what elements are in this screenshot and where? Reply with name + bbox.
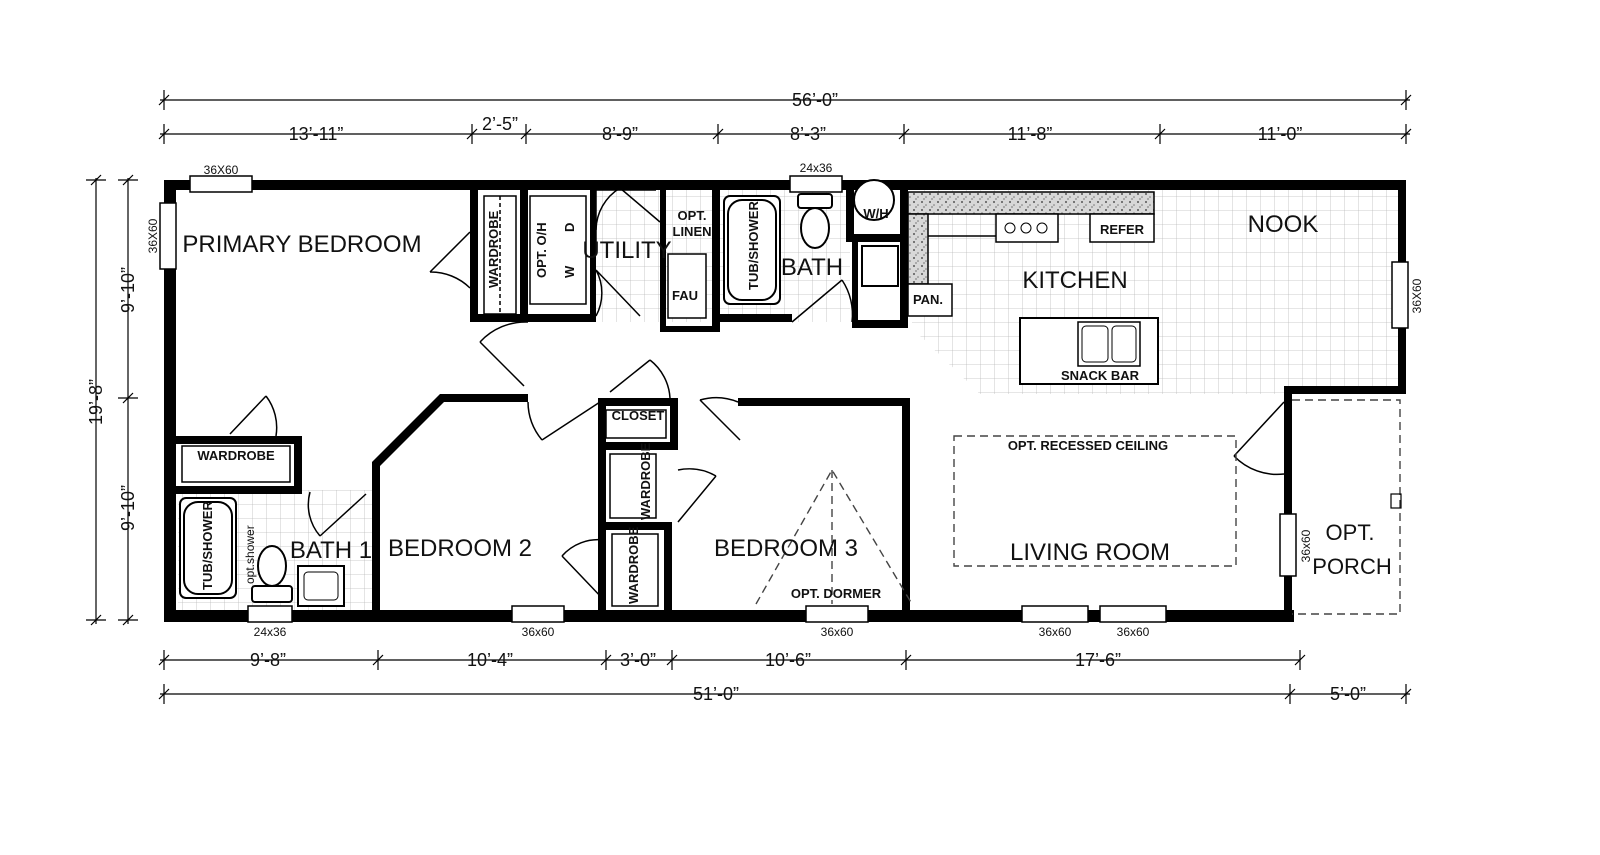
window-label-top-bath: 24x36 — [800, 161, 833, 175]
dim-top-5: 11’-8” — [1008, 124, 1053, 144]
room-label-kitchen: KITCHEN — [1022, 267, 1127, 294]
dim-top-6: 11’-0” — [1258, 124, 1303, 144]
room-label-living-room: LIVING ROOM — [1010, 539, 1170, 566]
tub-shower-label-bath: TUB/SHOWER — [746, 201, 761, 290]
dim-overall-bottom: 51’-0” — [693, 684, 739, 704]
dim-top-4: 8’-3” — [790, 124, 826, 144]
bath-fixtures — [179, 179, 899, 607]
room-label-primary-bedroom: PRIMARY BEDROOM — [182, 231, 421, 258]
dim-left-total: 19’-8” — [86, 379, 106, 425]
dim-top-1: 13’-11” — [289, 124, 344, 144]
dim-top-2: 2’-5” — [482, 114, 518, 134]
window-label-bed2: 36x60 — [522, 625, 555, 639]
opt-shower-label: opt.shower — [243, 525, 257, 584]
tub-shower-label-bath1: TUB/SHOWER — [200, 501, 215, 590]
wardrobe-label-primary: WARDROBE — [486, 210, 501, 288]
room-label-bedroom3: BEDROOM 3 — [714, 535, 858, 562]
room-label-bath1: BATH 1 — [290, 537, 372, 564]
room-label-nook: NOOK — [1248, 211, 1319, 238]
fau-label: FAU — [672, 288, 698, 303]
wardrobe-label-bed3: WARDROBE — [638, 442, 653, 520]
utility-fixtures — [181, 195, 707, 607]
dim-left-lower: 9’-10” — [118, 485, 138, 531]
room-label-opt-porch-1: OPT. — [1326, 520, 1375, 545]
dim-bottom-4: 10’-6” — [765, 650, 811, 670]
wardrobe-label-bath: WARDROBE — [197, 448, 275, 463]
dim-bottom-3: 3’-0” — [620, 650, 656, 670]
kitchen-counters — [907, 191, 1159, 385]
opt-linen-label-2: LINEN — [673, 224, 712, 239]
opt-dormer-label: OPT. DORMER — [791, 586, 882, 601]
pantry-label: PAN. — [913, 292, 943, 307]
dim-top-3: 8’-9” — [602, 124, 638, 144]
dim-porch-depth: 5’-0” — [1330, 684, 1366, 704]
room-label-opt-porch-2: PORCH — [1312, 554, 1391, 579]
window-label-right: 36X60 — [1410, 278, 1424, 313]
dim-bottom-5: 17’-6” — [1075, 650, 1121, 670]
wh-label: W/H — [863, 206, 888, 221]
room-label-utility: UTILITY — [582, 237, 671, 264]
window-label-living-1: 36x60 — [1039, 625, 1072, 639]
window-label-living-2: 36x60 — [1117, 625, 1150, 639]
dim-left-upper: 9’-10” — [118, 267, 138, 313]
opt-recessed-ceiling-label: OPT. RECESSED CEILING — [1008, 438, 1168, 453]
wardrobe-label-bed2: WARDROBE — [626, 526, 641, 604]
window-label-top-left: 36X60 — [204, 163, 239, 177]
interior-walls — [176, 190, 910, 616]
window-label-porch: 36x60 — [1299, 529, 1313, 562]
dim-overall-top: 56’-0” — [792, 90, 838, 110]
optional-dashed — [755, 399, 1402, 615]
dryer-label: D — [562, 223, 577, 232]
window-label-left: 36X60 — [146, 218, 160, 253]
window-label-bed3: 36x60 — [821, 625, 854, 639]
snack-bar-label: SNACK BAR — [1061, 368, 1140, 383]
opt-linen-label-1: OPT. — [678, 208, 707, 223]
windows — [159, 175, 1409, 623]
opt-oh-label: OPT. O/H — [534, 222, 549, 278]
closet-label: CLOSET — [612, 408, 665, 423]
washer-label: W — [562, 265, 577, 278]
doors — [229, 187, 1285, 601]
room-label-bath: BATH — [781, 254, 843, 281]
room-label-bedroom2: BEDROOM 2 — [388, 535, 532, 562]
dim-bottom-1: 9’-8” — [250, 650, 286, 670]
refer-label: REFER — [1100, 222, 1145, 237]
exterior-walls — [164, 180, 1406, 622]
dimension-lines — [86, 90, 1412, 704]
window-label-bath1: 24x36 — [254, 625, 287, 639]
dim-bottom-2: 10’-4” — [467, 650, 513, 670]
